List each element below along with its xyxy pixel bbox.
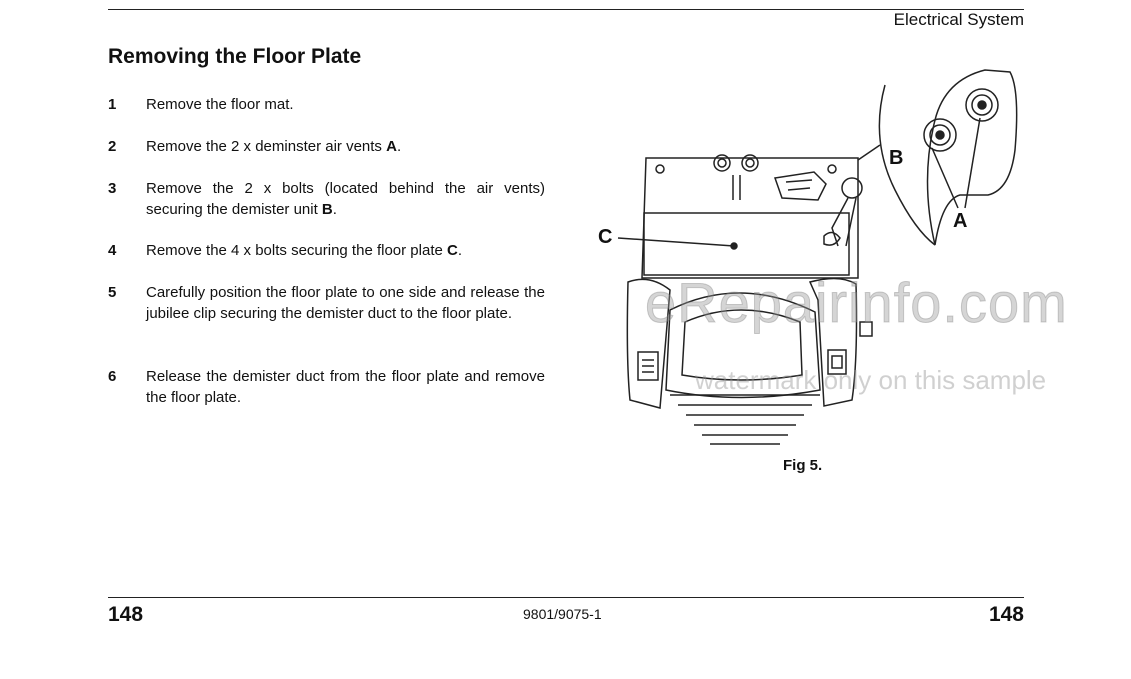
step-text: Remove the 2 x bolts (located behind the… xyxy=(146,180,545,218)
step-list: 1 Remove the floor mat. 2 Remove the 2 x… xyxy=(108,94,545,408)
callout-b: B xyxy=(889,147,904,169)
step-1: 1 Remove the floor mat. xyxy=(108,94,545,136)
magnifier-outline xyxy=(878,84,936,246)
left-console xyxy=(626,278,671,409)
section-header: Electrical System xyxy=(893,10,1024,29)
callout-c: C xyxy=(598,226,613,248)
footer-rule xyxy=(108,597,1024,598)
step-text: Remove the 4 x bolts securing the floor … xyxy=(146,242,463,259)
vent-a-detail-1 xyxy=(923,118,957,152)
step-text: Remove the 2 x deminster air vents A. xyxy=(146,138,402,155)
step-number: 4 xyxy=(108,242,117,259)
floor-plate-diagram: B A C xyxy=(590,60,1130,480)
air-vent-a-left xyxy=(713,154,731,172)
callout-a: A xyxy=(953,210,968,232)
page-number-right: 148 xyxy=(988,603,1024,626)
step-3: 3 Remove the 2 x bolts (located behind t… xyxy=(108,178,545,240)
lever-knob xyxy=(841,177,863,199)
step-text: Carefully position the floor plate to on… xyxy=(146,284,545,322)
document-code: 9801/9075-1 xyxy=(523,606,602,622)
step-number: 2 xyxy=(108,138,117,155)
step-number: 5 xyxy=(108,284,117,301)
figure-caption: Fig 5. xyxy=(783,457,823,474)
step-text: Release the demister duct from the floor… xyxy=(146,368,545,406)
step-2: 2 Remove the 2 x deminster air vents A. xyxy=(108,136,545,178)
air-vent-a-right xyxy=(741,154,759,172)
step-6: 6 Release the demister duct from the flo… xyxy=(108,366,545,408)
vent-a-detail-2 xyxy=(965,88,999,122)
page-number-left: 148 xyxy=(108,603,144,626)
floor-plate-outline xyxy=(641,157,859,279)
watermark-logo: eRepairinfo.com xyxy=(645,271,1068,335)
floor-plate-c xyxy=(643,212,850,276)
step-4: 4 Remove the 4 x bolts securing the floo… xyxy=(108,240,545,282)
step-number: 1 xyxy=(108,96,117,113)
right-console xyxy=(808,277,858,407)
header-rule xyxy=(108,9,1024,10)
step-5: 5 Carefully position the floor plate to … xyxy=(108,282,545,366)
step-text: Remove the floor mat. xyxy=(146,96,294,113)
connector-block xyxy=(773,171,827,201)
page-title: Removing the Floor Plate xyxy=(108,45,362,68)
watermark-notice: watermark only on this sample xyxy=(695,365,1047,395)
step-number: 6 xyxy=(108,368,117,385)
step-number: 3 xyxy=(108,180,117,197)
